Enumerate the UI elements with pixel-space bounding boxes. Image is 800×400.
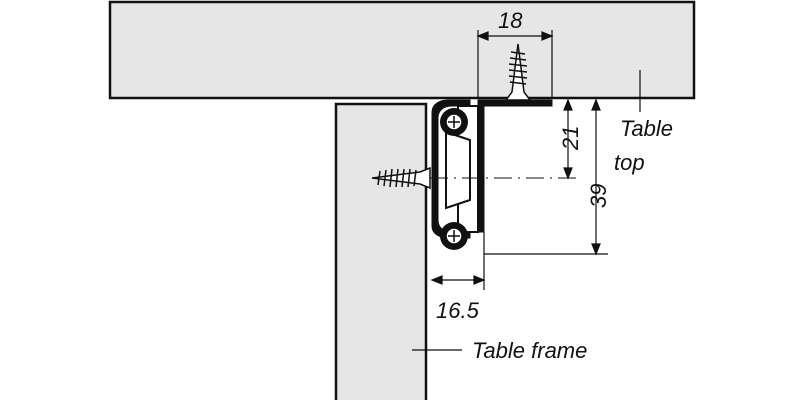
dimension-label-39: 39 — [586, 184, 611, 208]
table-frame-panel — [334, 102, 428, 400]
dimension-depth — [430, 232, 486, 290]
dimension-label-16-5: 16.5 — [436, 298, 480, 323]
vertical-wood-screw — [504, 43, 532, 101]
lower-screw-head — [440, 222, 468, 250]
dimension-total-height — [484, 98, 608, 256]
slide-profile — [431, 99, 553, 239]
dimension-label-21: 21 — [558, 126, 583, 151]
table-top-label-line1: Table — [620, 116, 673, 141]
dimension-top-width — [476, 30, 554, 98]
table-top-panel — [108, 0, 696, 100]
table-frame-label: Table frame — [472, 338, 587, 363]
dimension-label-18: 18 — [498, 8, 523, 33]
table-top-label-line2: top — [614, 150, 645, 175]
upper-screw-head — [440, 108, 468, 136]
dimension-short-height — [563, 98, 573, 180]
